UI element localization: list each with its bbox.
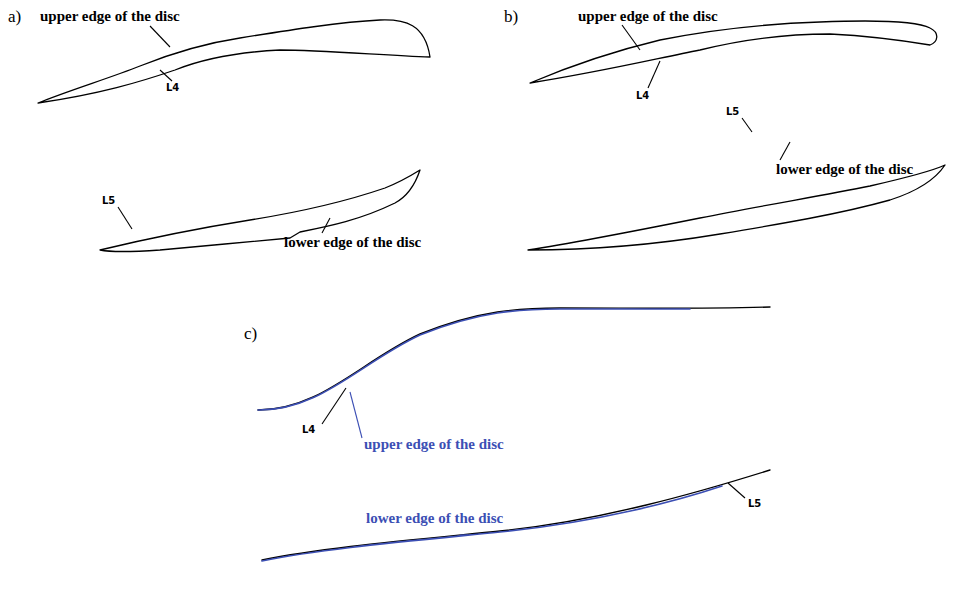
edge-label: lower edge of the disc <box>776 161 913 178</box>
leader-line <box>622 25 640 50</box>
vertebra-contour <box>262 470 770 560</box>
leader-line <box>160 70 172 81</box>
vertebra-label: L5 <box>748 498 761 509</box>
leader-line <box>350 392 362 438</box>
leader-line <box>150 26 170 47</box>
disc-outline <box>530 21 937 83</box>
edge-label: upper edge of the disc <box>40 8 180 25</box>
leader-line <box>742 118 752 132</box>
leader-line <box>780 142 790 160</box>
disc-outline <box>38 20 430 103</box>
edge-label: lower edge of the disc <box>366 510 503 527</box>
vertebra-contour <box>258 307 770 410</box>
leader-line <box>728 483 745 498</box>
leader-line <box>118 207 132 229</box>
leader-line <box>322 218 330 233</box>
leader-line <box>460 534 468 535</box>
disc-contour <box>262 486 722 561</box>
vertebra-label: L5 <box>102 195 115 206</box>
leader-line <box>648 61 660 88</box>
edge-label: lower edge of the disc <box>284 234 421 251</box>
vertebra-label: L4 <box>636 90 649 101</box>
edge-label: upper edge of the disc <box>364 436 504 453</box>
disc-contour <box>258 309 690 410</box>
leader-line <box>322 388 346 424</box>
disc-outline <box>528 165 945 250</box>
edge-label: upper edge of the disc <box>578 8 718 25</box>
panel-letter: a) <box>8 8 21 27</box>
panel-letter: c) <box>244 325 257 344</box>
vertebra-label: L4 <box>302 424 315 435</box>
vertebra-label: L4 <box>166 82 179 93</box>
panel-letter: b) <box>504 8 518 27</box>
vertebra-label: L5 <box>726 106 739 117</box>
